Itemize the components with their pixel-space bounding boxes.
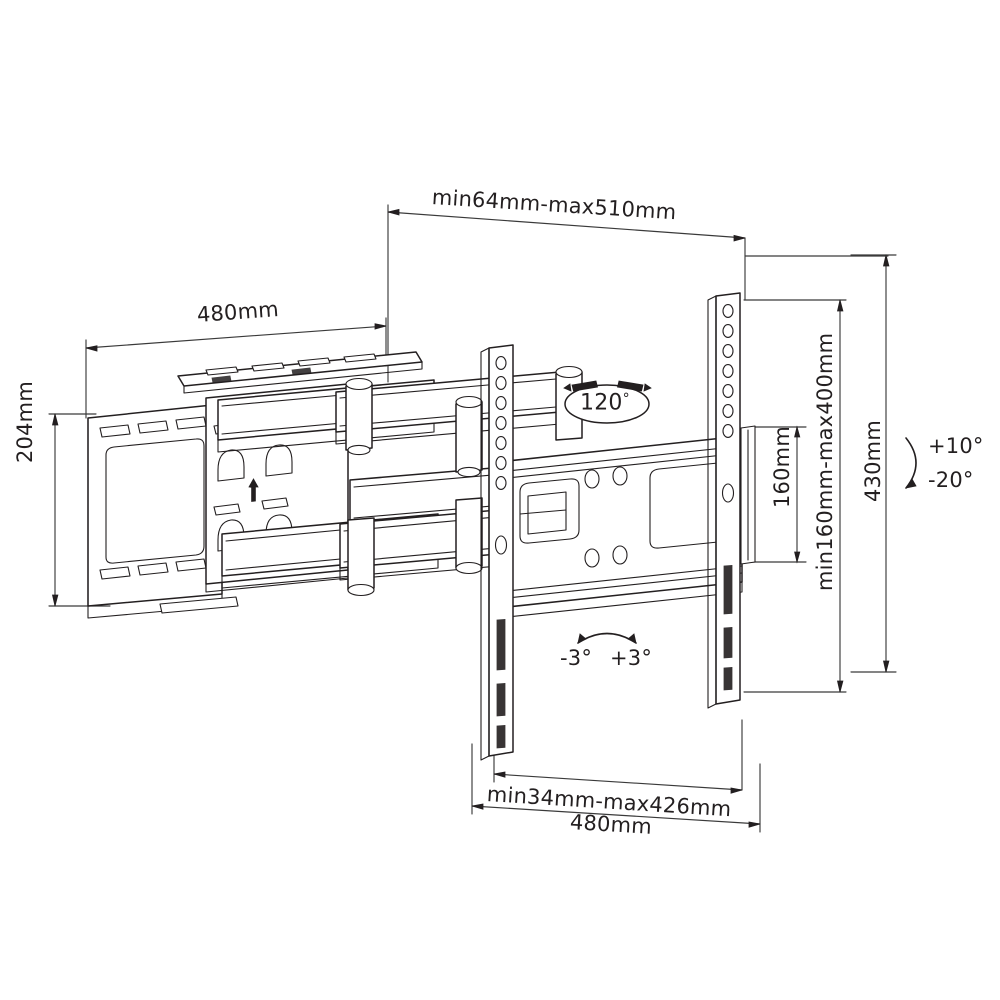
keyhole-cutout-1 — [217, 449, 245, 482]
tv-mount-plate — [480, 292, 756, 761]
dim-label-vesa-height-range: min160mm-max400mm — [813, 332, 837, 591]
tilt-up-label: +10° — [928, 434, 984, 458]
swivel-ellipse-icon — [563, 380, 652, 424]
swivel-degree-symbol: ° — [622, 391, 630, 407]
keyhole-cutout-2 — [265, 444, 293, 477]
swivel-angle-value: 120 — [580, 390, 623, 416]
dim-vesa-height-range — [743, 299, 847, 693]
tv-rail-left — [480, 344, 514, 761]
wall-plate-top-slots — [99, 416, 207, 438]
dim-wall-plate-height — [48, 413, 111, 607]
dim-plate-hole-height — [751, 425, 807, 564]
tilt-arc-icon — [905, 437, 917, 489]
dim-tv-plate-width — [471, 743, 761, 833]
dim-extension — [387, 204, 746, 383]
swivel-angle-label: 120° — [580, 392, 630, 414]
tv-rail-right — [707, 292, 756, 709]
wall-plate — [87, 351, 423, 619]
dim-tv-plate-height — [850, 254, 897, 673]
dim-label-plate-hole-height: 160mm — [770, 426, 794, 508]
dim-label-wall-plate-height: 204mm — [13, 381, 37, 463]
dim-wall-plate-width — [85, 317, 387, 419]
wall-plate-center-cutout — [105, 438, 205, 564]
dimension-lines — [48, 204, 897, 833]
dim-rail-spacing-range — [493, 699, 743, 794]
tilt-down-label: -20° — [928, 468, 974, 492]
dim-label-tv-plate-width: 480mm — [569, 810, 653, 839]
roll-arc-icon — [577, 632, 637, 644]
roll-right-label: +3° — [610, 646, 653, 670]
dim-label-tv-plate-height: 430mm — [861, 420, 885, 502]
tv-plate-crossbar — [497, 435, 743, 619]
wall-plate-bottom-lip — [159, 596, 239, 614]
orientation-arrow-icon — [248, 478, 259, 502]
roll-left-label: -3° — [560, 646, 593, 670]
